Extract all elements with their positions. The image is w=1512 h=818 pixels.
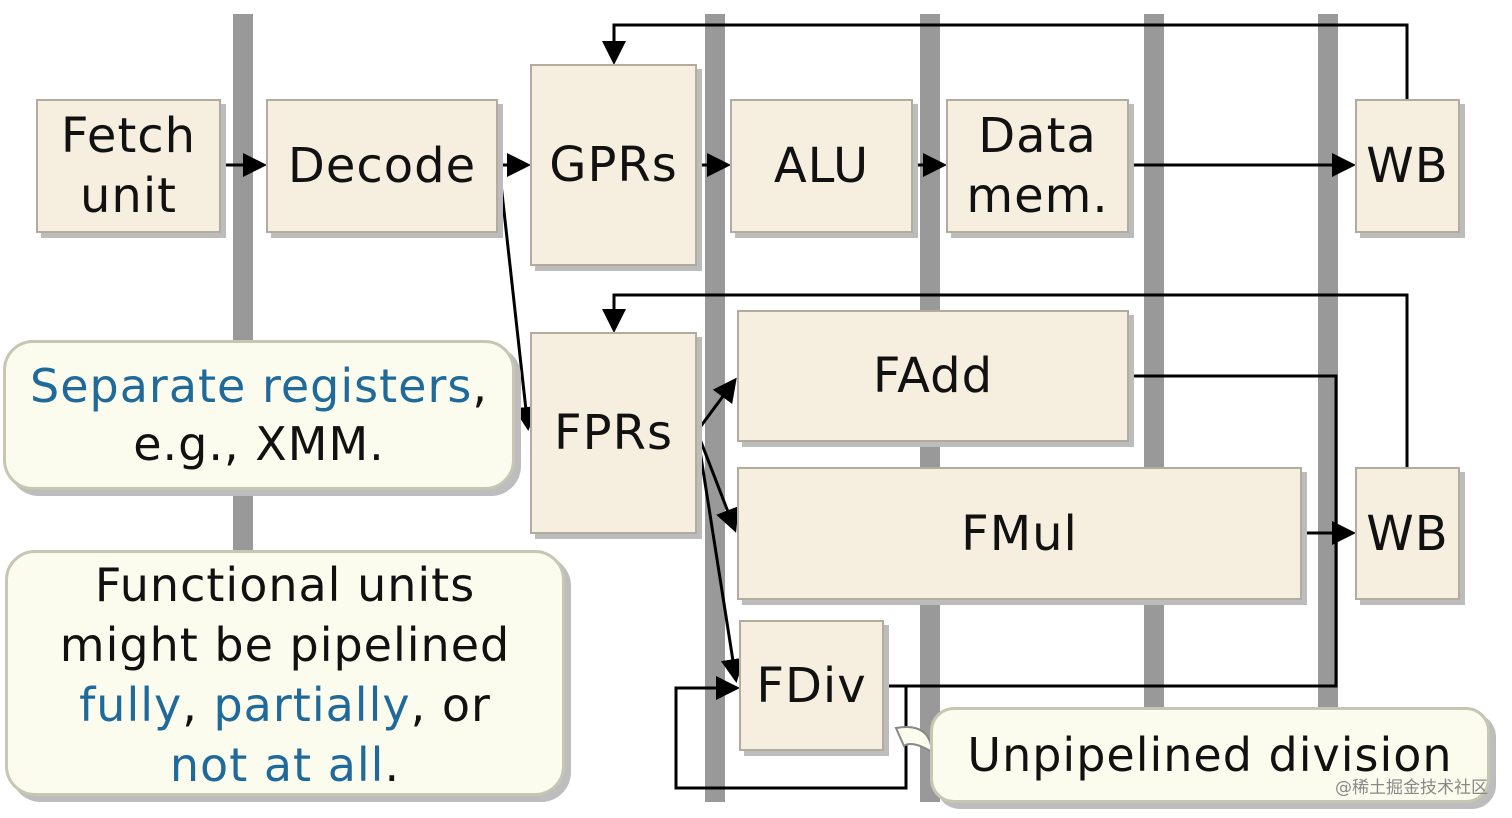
wb-fp-box: WB <box>1355 467 1460 600</box>
fprs-label: FPRs <box>554 405 673 461</box>
functional-units-line4: not at all. <box>8 735 562 795</box>
decode-label: Decode <box>287 138 477 194</box>
fadd-label: FAdd <box>872 348 994 404</box>
separate-registers-callout: Separate registers, e.g., XMM. <box>3 340 515 490</box>
fmul-label: FMul <box>961 505 1078 562</box>
wire-fprs-fdiv <box>696 437 745 683</box>
functional-sep2: , or <box>410 678 491 732</box>
fprs-box: FPRs <box>530 332 697 534</box>
functional-units-line3: fully, partially, or <box>8 675 562 735</box>
wire-decode-fprs <box>498 174 538 431</box>
separate-registers-highlight: Separate registers <box>30 359 473 413</box>
data-mem-label-line1: Data <box>978 108 1097 164</box>
functional-sep1: , <box>182 678 214 732</box>
functional-units-line2: might be pipelined <box>59 618 511 672</box>
callout-pointer <box>894 726 934 754</box>
functional-units-line1: Functional units <box>94 558 476 612</box>
not-at-all-highlight: not at all <box>169 738 385 792</box>
fetch-label-line2: unit <box>80 168 177 224</box>
fmul-box: FMul <box>737 467 1302 600</box>
fully-highlight: fully <box>79 678 183 732</box>
functional-units-callout: Functional units might be pipelined full… <box>5 550 565 796</box>
separate-registers-comma: , <box>472 359 488 413</box>
functional-end: . <box>384 738 401 792</box>
pipeline-latch-4 <box>1144 14 1164 802</box>
fdiv-label: FDiv <box>756 657 867 714</box>
wire-fprs-fadd <box>696 377 737 431</box>
fdiv-box: FDiv <box>739 620 884 751</box>
gprs-box: GPRs <box>530 64 697 266</box>
unpipelined-division-callout: Unpipelined division <box>930 707 1490 803</box>
separate-registers-line2: e.g., XMM. <box>133 417 385 471</box>
wire-wb-gprs-feedback <box>602 23 1409 99</box>
unpipelined-division-label: Unpipelined division <box>967 728 1453 782</box>
fetch-label-line1: Fetch <box>60 108 197 164</box>
fadd-box: FAdd <box>737 310 1129 442</box>
watermark: @稀土掘金技术社区 <box>1335 778 1488 798</box>
wb-fp-label: WB <box>1366 505 1449 562</box>
alu-label: ALU <box>773 138 870 194</box>
pipeline-latch-5 <box>1318 14 1338 802</box>
wb-int-box: WB <box>1355 99 1460 233</box>
data-mem-label-line2: mem. <box>966 168 1109 224</box>
partially-highlight: partially <box>213 678 411 732</box>
wire-wb-fprs-feedback <box>602 293 1409 467</box>
separate-registers-line1: Separate registers, <box>6 357 512 415</box>
wire-fadd-out <box>1129 374 1338 530</box>
gprs-label: GPRs <box>549 137 678 193</box>
wire-fprs-fmul <box>696 433 739 533</box>
wb-int-label: WB <box>1366 138 1449 194</box>
wire-fdiv-out <box>884 530 1338 688</box>
alu-box: ALU <box>730 99 913 233</box>
wire-fdiv-loop <box>674 676 908 790</box>
decode-box: Decode <box>266 99 498 233</box>
